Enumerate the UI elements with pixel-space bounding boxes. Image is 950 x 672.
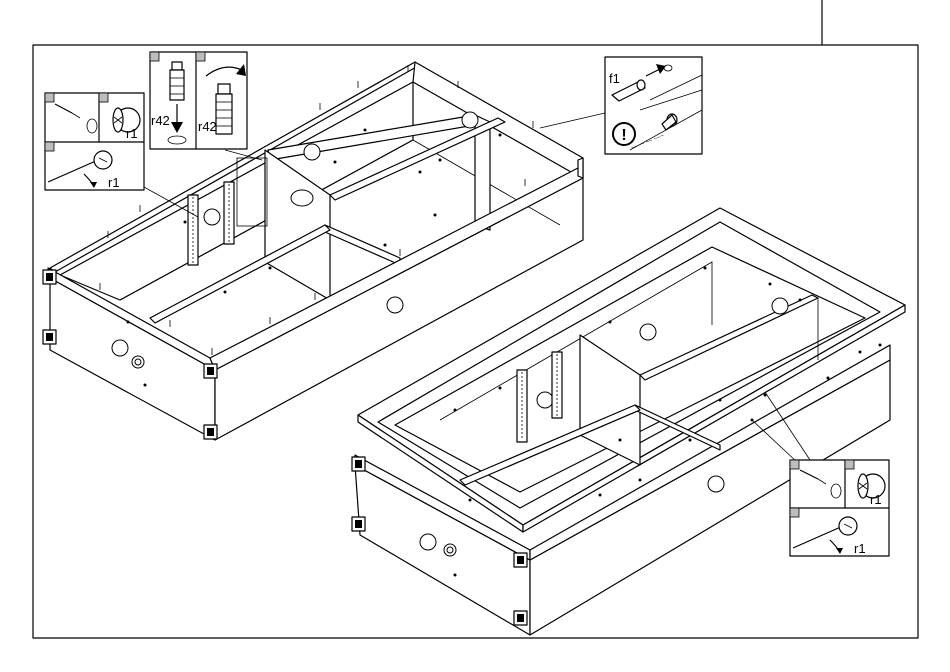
- callout-dowel-detail: f1 ~~~~ ~~ ~~~ !: [540, 57, 702, 154]
- step-badge: [45, 93, 54, 102]
- step-badge: [790, 460, 799, 469]
- step-badge: [845, 460, 854, 469]
- label-r42-left: r42: [151, 113, 170, 128]
- step-badge: [790, 508, 799, 517]
- label-r1-bottom: r1: [108, 175, 120, 190]
- label-r42-right: r42: [198, 119, 217, 134]
- warning-icon: !: [613, 123, 635, 145]
- callout-screw-detail: r42 r42: [150, 52, 262, 160]
- label-f1: f1: [609, 71, 620, 86]
- step-badge: [45, 142, 54, 151]
- step-badge: [196, 52, 205, 61]
- label-r1-bottom: r1: [854, 541, 866, 556]
- step-badge: [99, 93, 108, 102]
- warning-symbol: !: [621, 127, 626, 144]
- step-badge: [150, 52, 159, 61]
- label-r1-top: r1: [126, 126, 138, 141]
- label-r1-top: r1: [870, 492, 882, 507]
